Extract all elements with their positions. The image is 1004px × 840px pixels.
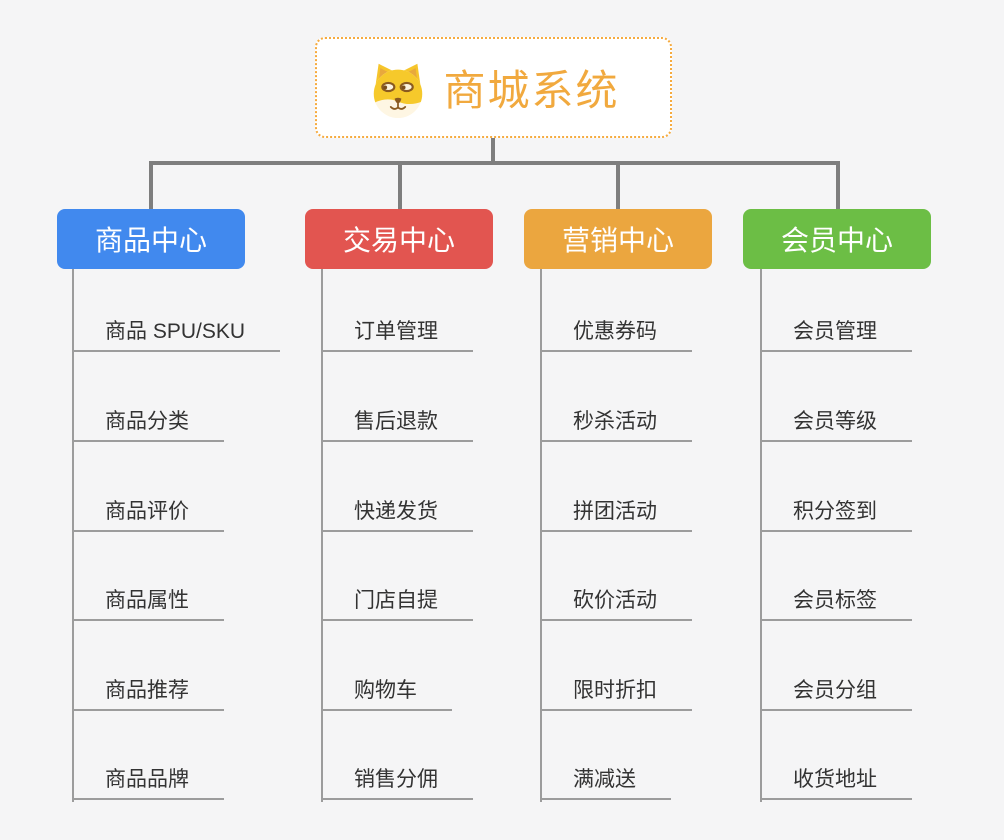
leaf-node[interactable]: 积分签到 — [760, 501, 912, 532]
branch-node-marketing-center[interactable]: 营销中心 — [524, 209, 712, 269]
connector-rail — [149, 161, 840, 165]
leaf-node[interactable]: 快递发货 — [321, 501, 473, 532]
dog-face-icon — [374, 63, 423, 118]
leaf-spine-product — [72, 269, 74, 802]
leaf-node[interactable]: 会员等级 — [760, 411, 912, 442]
leaf-node[interactable]: 砍价活动 — [540, 590, 692, 621]
leaf-node[interactable]: 收货地址 — [760, 769, 912, 800]
connector-drop-member — [836, 161, 840, 209]
leaf-node[interactable]: 会员标签 — [760, 590, 912, 621]
leaf-node[interactable]: 秒杀活动 — [540, 411, 692, 442]
root-node-title: 商城系统 — [443, 67, 620, 114]
connector-drop-product — [149, 161, 153, 209]
leaf-spine-marketing — [540, 269, 542, 802]
leaf-node[interactable]: 商品 SPU/SKU — [72, 321, 281, 352]
leaf-node[interactable]: 商品推荐 — [72, 680, 224, 711]
root-node-mall-system[interactable]: 商城系统 — [315, 37, 672, 138]
leaf-node[interactable]: 销售分佣 — [321, 769, 473, 800]
leaf-node[interactable]: 门店自提 — [321, 590, 473, 621]
leaf-node[interactable]: 商品分类 — [72, 411, 224, 442]
connector-drop-marketing — [616, 161, 620, 209]
leaf-node[interactable]: 拼团活动 — [540, 501, 692, 532]
connector-drop-trade — [398, 161, 402, 209]
leaf-node[interactable]: 订单管理 — [321, 321, 473, 352]
leaf-node[interactable]: 商品评价 — [72, 501, 224, 532]
leaf-spine-trade — [321, 269, 323, 802]
leaf-node[interactable]: 商品品牌 — [72, 769, 224, 800]
leaf-node[interactable]: 购物车 — [321, 680, 452, 711]
connector-root-stub — [491, 138, 495, 165]
branch-node-product-center[interactable]: 商品中心 — [57, 209, 245, 269]
leaf-node[interactable]: 会员管理 — [760, 321, 912, 352]
leaf-node[interactable]: 满减送 — [540, 769, 671, 800]
branch-node-member-center[interactable]: 会员中心 — [743, 209, 931, 269]
leaf-node[interactable]: 会员分组 — [760, 680, 912, 711]
leaf-node[interactable]: 商品属性 — [72, 590, 224, 621]
leaf-spine-member — [760, 269, 762, 802]
leaf-node[interactable]: 售后退款 — [321, 411, 473, 442]
leaf-node[interactable]: 优惠券码 — [540, 321, 692, 352]
leaf-node[interactable]: 限时折扣 — [540, 680, 692, 711]
branch-node-trade-center[interactable]: 交易中心 — [305, 209, 493, 269]
